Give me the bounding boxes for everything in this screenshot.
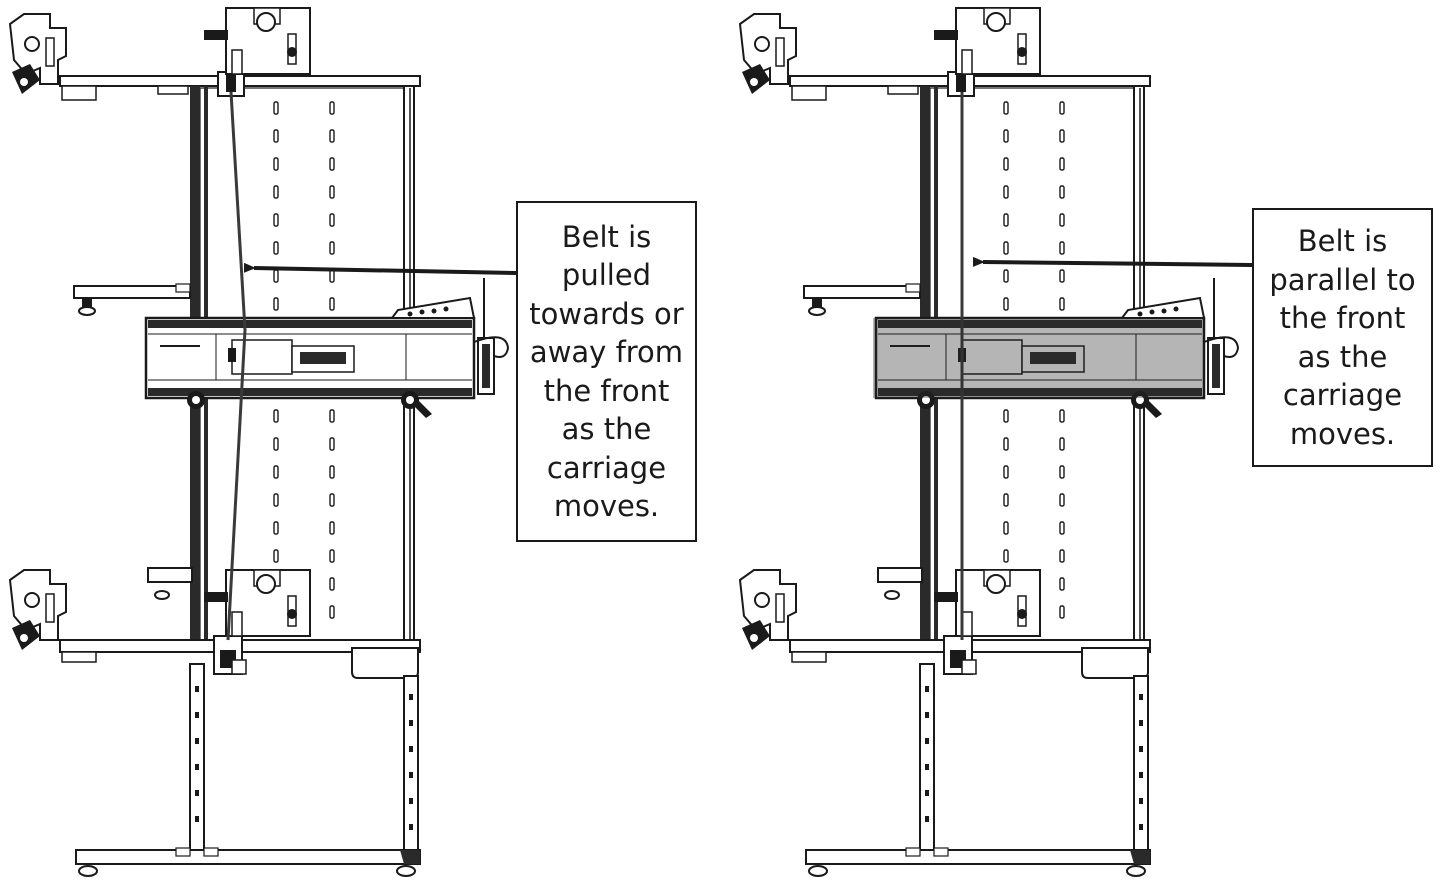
callout-left-line: Belt is — [561, 219, 652, 254]
callout-right: Belt is parallel to the front as the car… — [1252, 208, 1433, 467]
callout-left: Belt is pulled towards or away from the … — [516, 201, 697, 542]
callout-right-line: as the — [1297, 339, 1388, 374]
machine-left — [10, 8, 517, 876]
machine-right — [740, 8, 1253, 876]
callout-left-line: carriage — [546, 450, 667, 485]
callout-right-line: carriage — [1282, 378, 1403, 412]
callout-left-line: as the — [561, 412, 652, 446]
callout-left-line: pulled — [561, 258, 652, 292]
callout-right-line: Belt is — [1297, 224, 1388, 258]
arrow-left — [243, 262, 517, 275]
callout-right-line: parallel to — [1269, 262, 1416, 297]
callout-left-line: the front — [543, 373, 670, 408]
belt-left-angled — [226, 91, 247, 641]
callout-right-line: the front — [1279, 301, 1406, 335]
callout-left-line: away from — [529, 335, 684, 369]
callout-left-line: towards or — [529, 296, 684, 331]
callout-left-line: moves. — [553, 489, 660, 523]
arrow-right — [972, 256, 1253, 267]
callout-right-line: moves. — [1289, 416, 1396, 451]
